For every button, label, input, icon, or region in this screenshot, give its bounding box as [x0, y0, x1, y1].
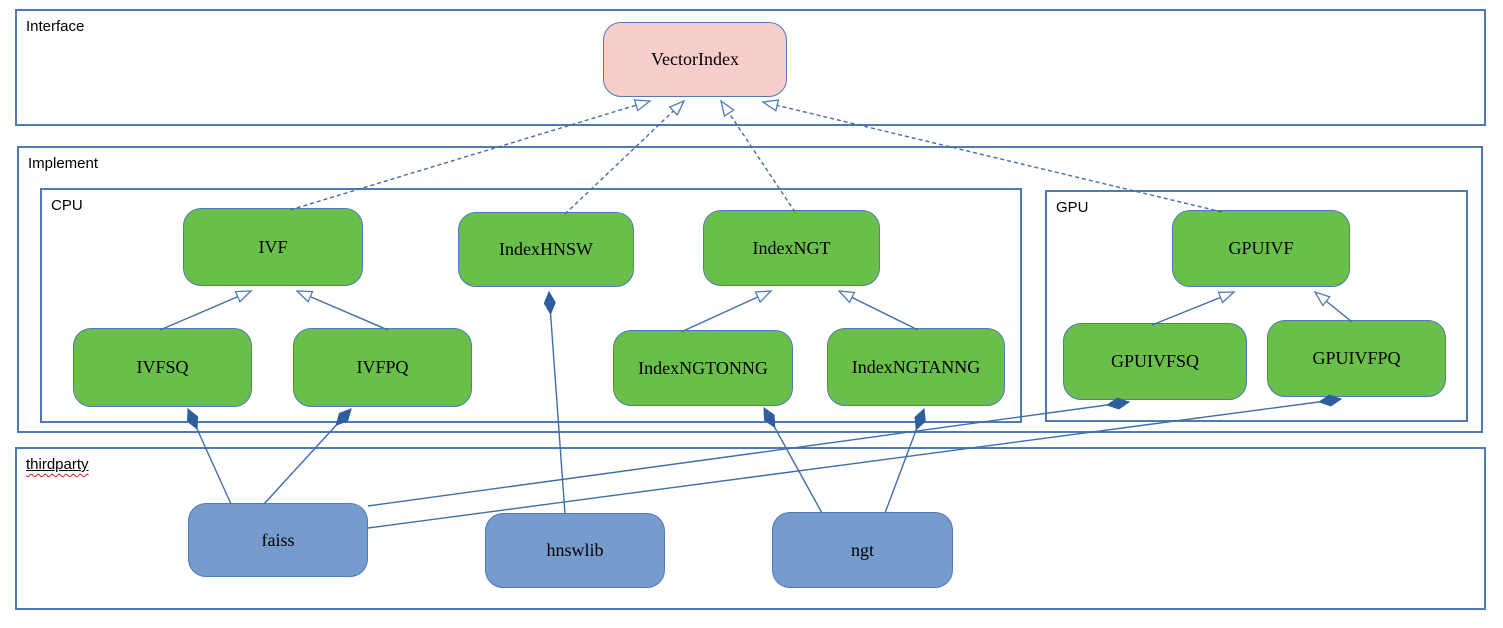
node-gpuivfsq-label: GPUIVFSQ [1110, 351, 1200, 371]
node-hnswlib-label: hnswlib [546, 540, 604, 560]
node-gpuivfpq[interactable]: GPUIVFPQ [1267, 320, 1446, 397]
node-gpuivf-label: GPUIVF [1228, 238, 1294, 258]
node-ivfsq[interactable]: IVFSQ [73, 328, 252, 407]
node-indexngtonng-label: IndexNGTONNG [638, 357, 768, 378]
node-gpuivfpq-label: GPUIVFPQ [1312, 348, 1401, 368]
node-indexngt[interactable]: IndexNGT [703, 210, 880, 286]
node-indexngtonng[interactable]: IndexNGTONNG [613, 330, 793, 406]
node-indexngtanng[interactable]: IndexNGTANNG [827, 328, 1005, 406]
node-indexhnsw[interactable]: IndexHNSW [458, 212, 634, 287]
node-indexngt-label: IndexNGT [752, 237, 831, 258]
node-gpuivfsq[interactable]: GPUIVFSQ [1063, 323, 1247, 400]
node-ngt-label: ngt [850, 539, 874, 560]
node-ivf-label: IVF [258, 236, 288, 257]
container-cpu-label: CPU [51, 197, 83, 214]
node-faiss-label: faiss [261, 529, 295, 550]
node-indexhnsw-label: IndexHNSW [499, 239, 593, 259]
node-ngt[interactable]: ngt [772, 512, 953, 588]
node-ivfpq-label: IVFPQ [356, 357, 409, 377]
node-faiss[interactable]: faiss [188, 503, 368, 577]
container-gpu-label: GPU [1056, 199, 1089, 216]
container-thirdparty-label-text: thirdparty [26, 456, 89, 473]
container-interface-label: Interface [26, 18, 85, 35]
node-vectorindex[interactable]: VectorIndex [603, 22, 787, 97]
node-vectorindex-label: VectorIndex [651, 49, 739, 69]
container-implement-label: Implement [28, 155, 99, 172]
container-thirdparty-label: thirdparty [26, 456, 89, 473]
node-indexngtanng-label: IndexNGTANNG [851, 356, 981, 377]
node-gpuivf[interactable]: GPUIVF [1172, 210, 1350, 287]
node-ivfsq-label: IVFSQ [136, 357, 189, 377]
node-ivfpq[interactable]: IVFPQ [293, 328, 472, 407]
node-ivf[interactable]: IVF [183, 208, 363, 286]
node-hnswlib[interactable]: hnswlib [485, 513, 665, 588]
